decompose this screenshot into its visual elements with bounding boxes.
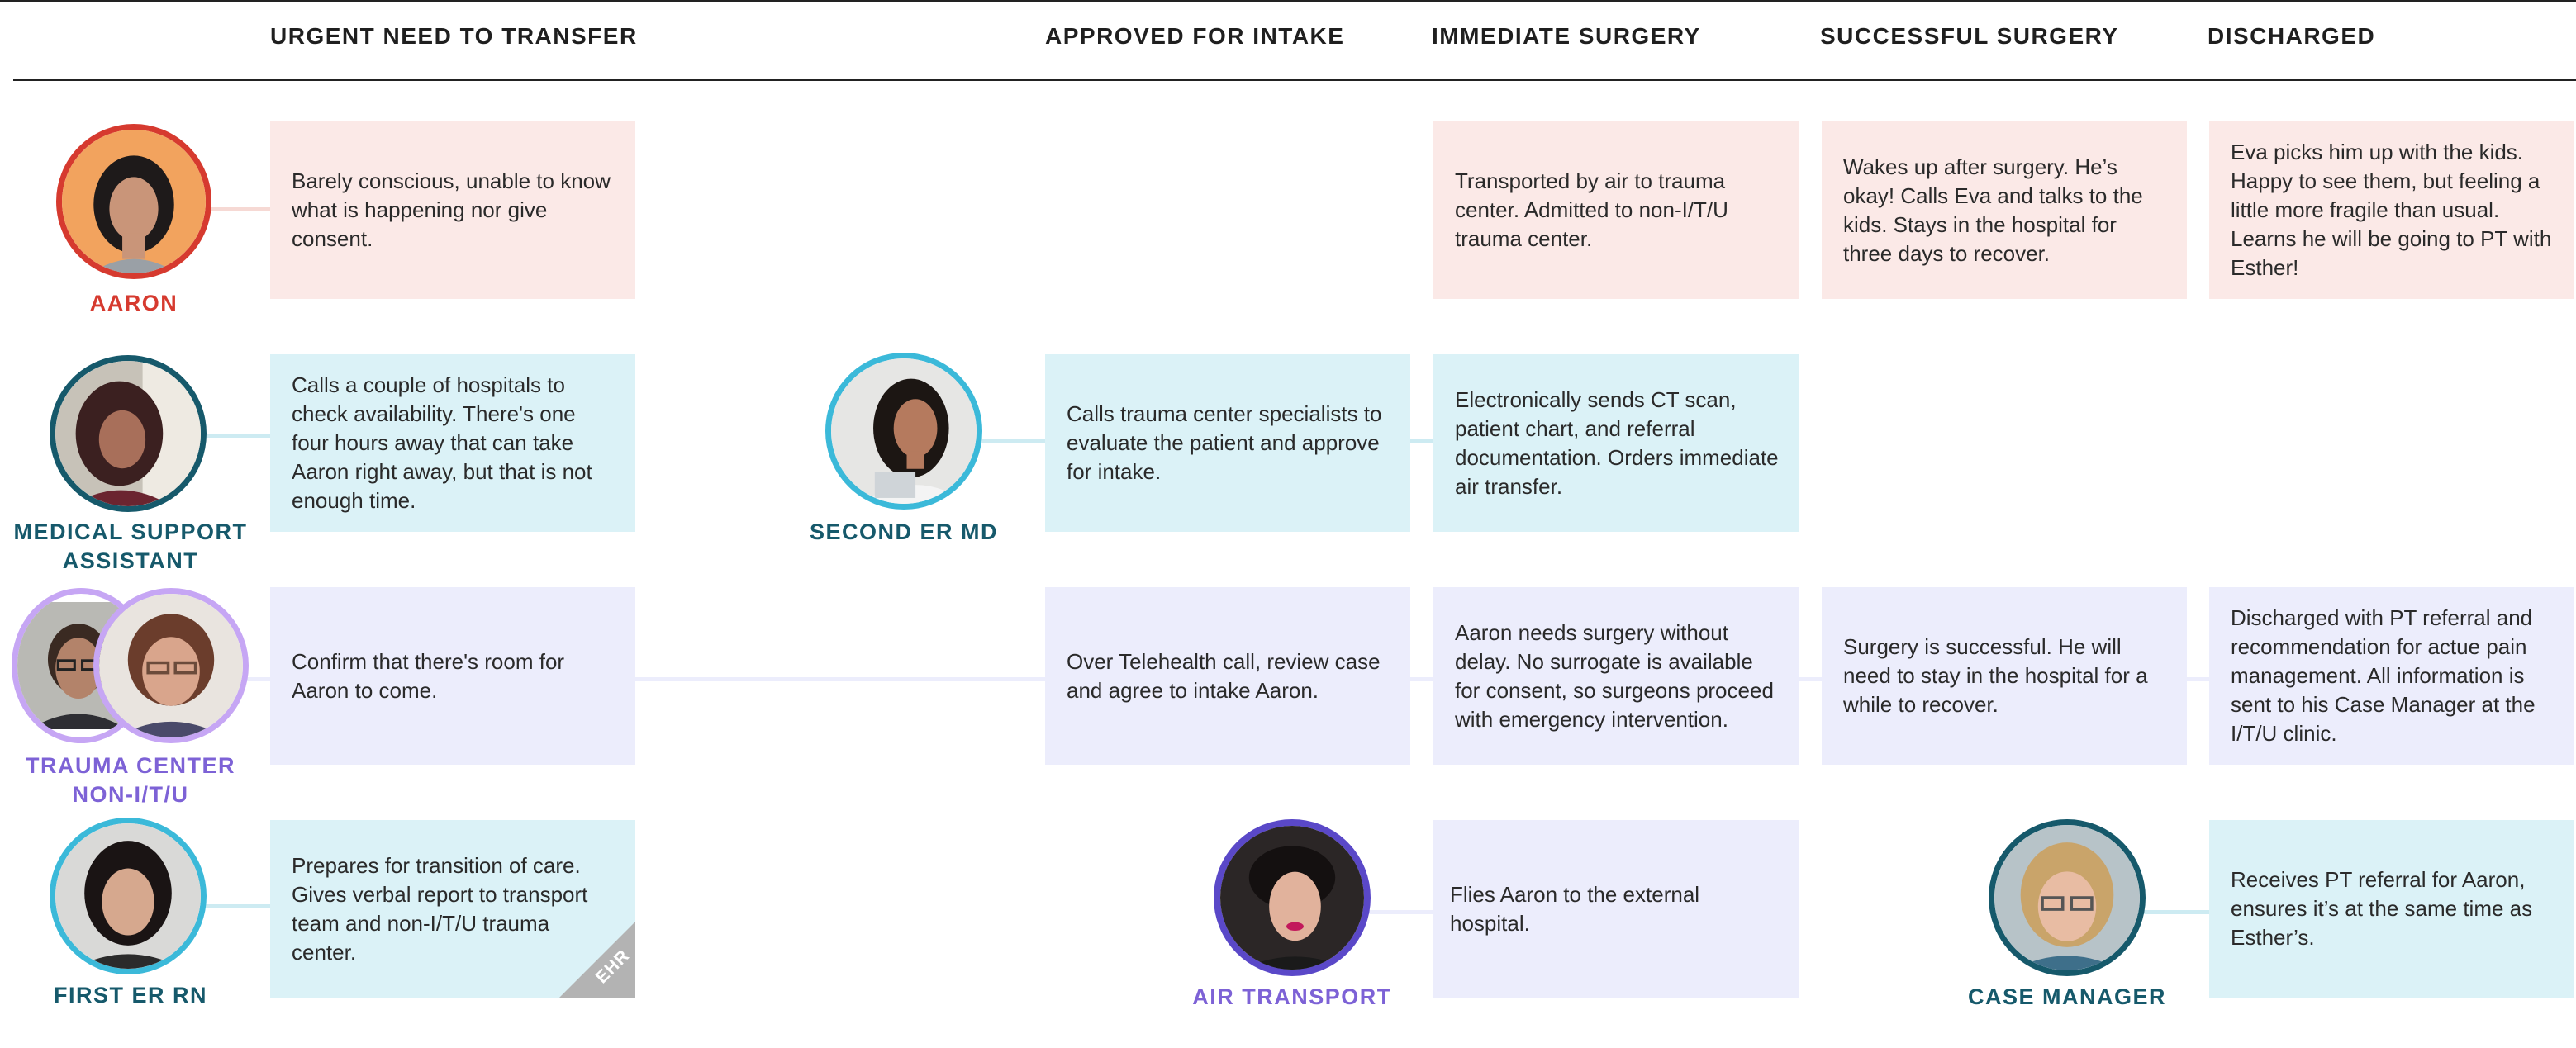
avatar-trauma-center-female (93, 588, 249, 743)
person-photo-icon (1994, 825, 2140, 970)
card-aaron-successful: Wakes up after surgery. He’s okay! Calls… (1822, 121, 2187, 299)
card-text: Confirm that there's room for Aaron to c… (292, 648, 565, 703)
actor-name-first-er-rn: FIRST ER RN (53, 983, 207, 1008)
avatar-second-er-md (825, 353, 982, 510)
card-msa-urgent: Calls a couple of hospitals to check ava… (270, 354, 635, 532)
connector-aaron (211, 207, 273, 211)
connector-case-manager (2141, 910, 2209, 914)
actor-name-case-manager: CASE MANAGER (1967, 984, 2166, 1009)
card-text: Wakes up after surgery. He’s okay! Calls… (1843, 154, 2143, 266)
avatar-aaron (56, 124, 211, 279)
card-text: Aaron needs surgery without delay. No su… (1455, 619, 1774, 732)
card-case-manager-discharged: Receives PT referral for Aaron, ensures … (2209, 820, 2574, 998)
ehr-corner-badge (559, 922, 635, 998)
header-rule (13, 79, 2576, 81)
actor-name-msa-line1: MEDICAL SUPPORT (13, 519, 248, 544)
connector-first-er (202, 904, 273, 908)
card-text: Calls trauma center specialists to evalu… (1067, 401, 1382, 484)
connector-msa (202, 434, 273, 438)
actor-name-second-er-md: SECOND ER MD (809, 519, 998, 544)
card-aaron-discharged: Eva picks him up with the kids. Happy to… (2209, 121, 2574, 299)
person-photo-icon (1220, 826, 1364, 970)
card-text: Barely conscious, unable to know what is… (292, 168, 611, 251)
connector-air (1367, 910, 1435, 914)
person-photo-icon (62, 130, 206, 273)
card-trauma-urgent: Confirm that there's room for Aaron to c… (270, 587, 635, 765)
stage-urgent-need-to-transfer: URGENT NEED TO TRANSFER (270, 23, 638, 49)
connector-second-er-2 (1410, 439, 1435, 443)
card-second-er-immediate: Electronically sends CT scan, patient ch… (1433, 354, 1799, 532)
top-rule (0, 0, 2576, 2)
card-aaron-immediate: Transported by air to trauma center. Adm… (1433, 121, 1799, 299)
card-first-er-urgent: Prepares for transition of care. Gives v… (270, 820, 635, 998)
stage-approved-for-intake: APPROVED FOR INTAKE (1045, 23, 1345, 49)
card-text: Surgery is successful. He will need to s… (1843, 634, 2148, 717)
actor-name-trauma-line1: TRAUMA CENTER (26, 753, 235, 778)
card-text: Prepares for transition of care. Gives v… (292, 852, 588, 965)
card-text: Over Telehealth call, review case and ag… (1067, 648, 1381, 703)
avatar-air-transport (1214, 819, 1371, 976)
avatar-first-er-rn (50, 818, 207, 974)
card-trauma-discharged: Discharged with PT referral and recommen… (2209, 587, 2574, 765)
card-text: Calls a couple of hospitals to check ava… (292, 372, 592, 513)
actor-name-msa-line2: ASSISTANT (62, 548, 199, 573)
connector-second-er (980, 439, 1046, 443)
person-photo-icon (55, 823, 201, 969)
avatar-case-manager (1989, 819, 2146, 976)
card-second-er-approved: Calls trauma center specialists to evalu… (1045, 354, 1410, 532)
card-text: Transported by air to trauma center. Adm… (1455, 168, 1728, 251)
avatar-medical-support-assistant (50, 355, 207, 512)
stage-discharged: DISCHARGED (2208, 23, 2376, 49)
stage-immediate-surgery: IMMEDIATE SURGERY (1432, 23, 1701, 49)
card-trauma-approved: Over Telehealth call, review case and ag… (1045, 587, 1410, 765)
card-trauma-immediate: Aaron needs surgery without delay. No su… (1433, 587, 1799, 765)
person-photo-icon (831, 358, 977, 504)
actor-name-trauma-line2: NON-I/T/U (72, 782, 189, 807)
actor-name-air-transport: AIR TRANSPORT (1192, 984, 1392, 1009)
stage-successful-surgery: SUCCESSFUL SURGERY (1820, 23, 2119, 49)
card-text: Eva picks him up with the kids. Happy to… (2231, 140, 2552, 280)
card-text: Electronically sends CT scan, patient ch… (1455, 386, 1779, 499)
card-aaron-urgent: Barely conscious, unable to know what is… (270, 121, 635, 299)
card-text: Flies Aaron to the external hospital. (1450, 881, 1700, 936)
card-trauma-successful: Surgery is successful. He will need to s… (1822, 587, 2187, 765)
actor-name-aaron: AARON (89, 291, 178, 315)
person-photo-icon (55, 361, 201, 506)
card-air-immediate: Flies Aaron to the external hospital. (1433, 820, 1799, 998)
person-photo-icon (99, 594, 243, 737)
card-text: Discharged with PT referral and recommen… (2231, 605, 2536, 746)
card-text: Receives PT referral for Aaron, ensures … (2231, 867, 2533, 950)
